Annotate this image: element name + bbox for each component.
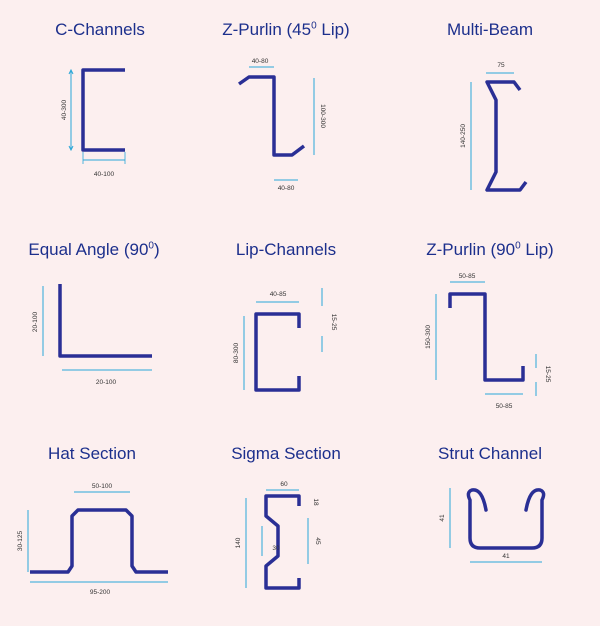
profile-line <box>466 488 546 550</box>
section-title: C-Channels <box>55 20 145 39</box>
profile-line <box>448 292 525 382</box>
equal-angle-drawing: 20-100 20-100 <box>32 284 152 386</box>
section-lip-channels: Lip-Channels 40-85 15-25 80-300 <box>186 222 386 422</box>
dim-label-lip: 18 <box>312 498 319 506</box>
z-purlin-45-drawing: 40-80 100-300 40-80 <box>237 58 326 192</box>
sigma-section-drawing: 60 18 140 30 45 <box>235 481 321 590</box>
section-sigma: Sigma Section 60 18 140 30 45 <box>186 426 386 626</box>
c-channel-drawing: 40-300 40-100 <box>61 68 126 178</box>
section-title: Z-Purlin (450 Lip) <box>222 20 350 39</box>
profile-line <box>264 494 301 590</box>
profile-line <box>237 75 306 157</box>
profile-line <box>58 284 152 358</box>
dim-label-height: 140-250 <box>460 124 467 148</box>
multi-beam-drawing: 75 140-250 <box>460 62 528 192</box>
dim-label-top: 75 <box>497 62 505 69</box>
dim-label-web: 30 <box>272 545 280 552</box>
dim-label-height: 100-300 <box>319 104 326 128</box>
dim-label-height: 41 <box>439 514 446 522</box>
hat-section-drawing: 50-100 30-125 95-200 <box>17 483 168 596</box>
dim-label-bottom: 50-85 <box>496 403 513 410</box>
profile-line <box>30 508 168 574</box>
dim-label-width: 40-85 <box>270 291 287 298</box>
section-title: Sigma Section <box>231 444 341 463</box>
section-title: Hat Section <box>48 444 136 463</box>
section-c-channels: C-Channels 40-300 40-100 <box>0 0 200 200</box>
dim-label-width: 40-100 <box>94 171 115 178</box>
dim-label-lip: 15-25 <box>544 366 551 383</box>
section-hat: Hat Section 50-100 30-125 95-200 <box>0 426 200 626</box>
section-equal-angle: Equal Angle (900) 20-100 20-100 <box>0 222 200 422</box>
z-purlin-90-drawing: 50-85 150-300 15-25 50-85 <box>425 273 551 410</box>
section-title: Z-Purlin (900 Lip) <box>426 240 554 259</box>
dim-label-height: 20-100 <box>32 312 39 333</box>
dim-label-height: 30-125 <box>17 531 24 552</box>
section-multi-beam: Multi-Beam 75 140-250 <box>390 0 590 200</box>
dim-label-bottom: 40-80 <box>278 185 295 192</box>
dim-label-top: 60 <box>280 481 288 488</box>
profile-line <box>254 312 301 392</box>
section-title: Lip-Channels <box>235 240 337 259</box>
dim-label-height: 40-300 <box>61 100 68 121</box>
dim-label-depth: 45 <box>314 537 321 545</box>
dim-arrows <box>68 68 74 152</box>
profile-grid: C-Channels 40-300 40-100 Z-Purlin (450 L… <box>0 0 590 596</box>
dim-label-height: 140 <box>235 537 242 548</box>
dim-label-height: 150-300 <box>425 325 432 349</box>
dim-label-height: 80-300 <box>233 343 240 364</box>
profile-line <box>485 80 528 192</box>
dim-label-top: 50-85 <box>459 273 476 280</box>
section-strut-channel: Strut Channel 41 41 <box>390 426 590 626</box>
section-z-purlin-45: Z-Purlin (450 Lip) 40-80 100-300 40-80 <box>186 0 386 200</box>
section-title: Strut Channel <box>438 444 542 463</box>
dim-label-bottom: 95-200 <box>90 589 111 596</box>
section-title: Multi-Beam <box>447 20 533 39</box>
dim-label-width: 20-100 <box>96 379 117 386</box>
section-title: Equal Angle (900) <box>28 240 160 259</box>
section-z-purlin-90: Z-Purlin (900 Lip) 50-85 150-300 15-25 5… <box>390 222 590 422</box>
dim-label-width: 41 <box>502 553 510 560</box>
strut-channel-drawing: 41 41 <box>439 488 546 563</box>
dim-label-top: 40-80 <box>252 58 269 65</box>
lip-channel-drawing: 40-85 15-25 80-300 <box>233 288 337 392</box>
dim-label-lip: 15-25 <box>330 314 337 331</box>
dim-label-top: 50-100 <box>92 483 113 490</box>
profile-line <box>81 68 125 152</box>
